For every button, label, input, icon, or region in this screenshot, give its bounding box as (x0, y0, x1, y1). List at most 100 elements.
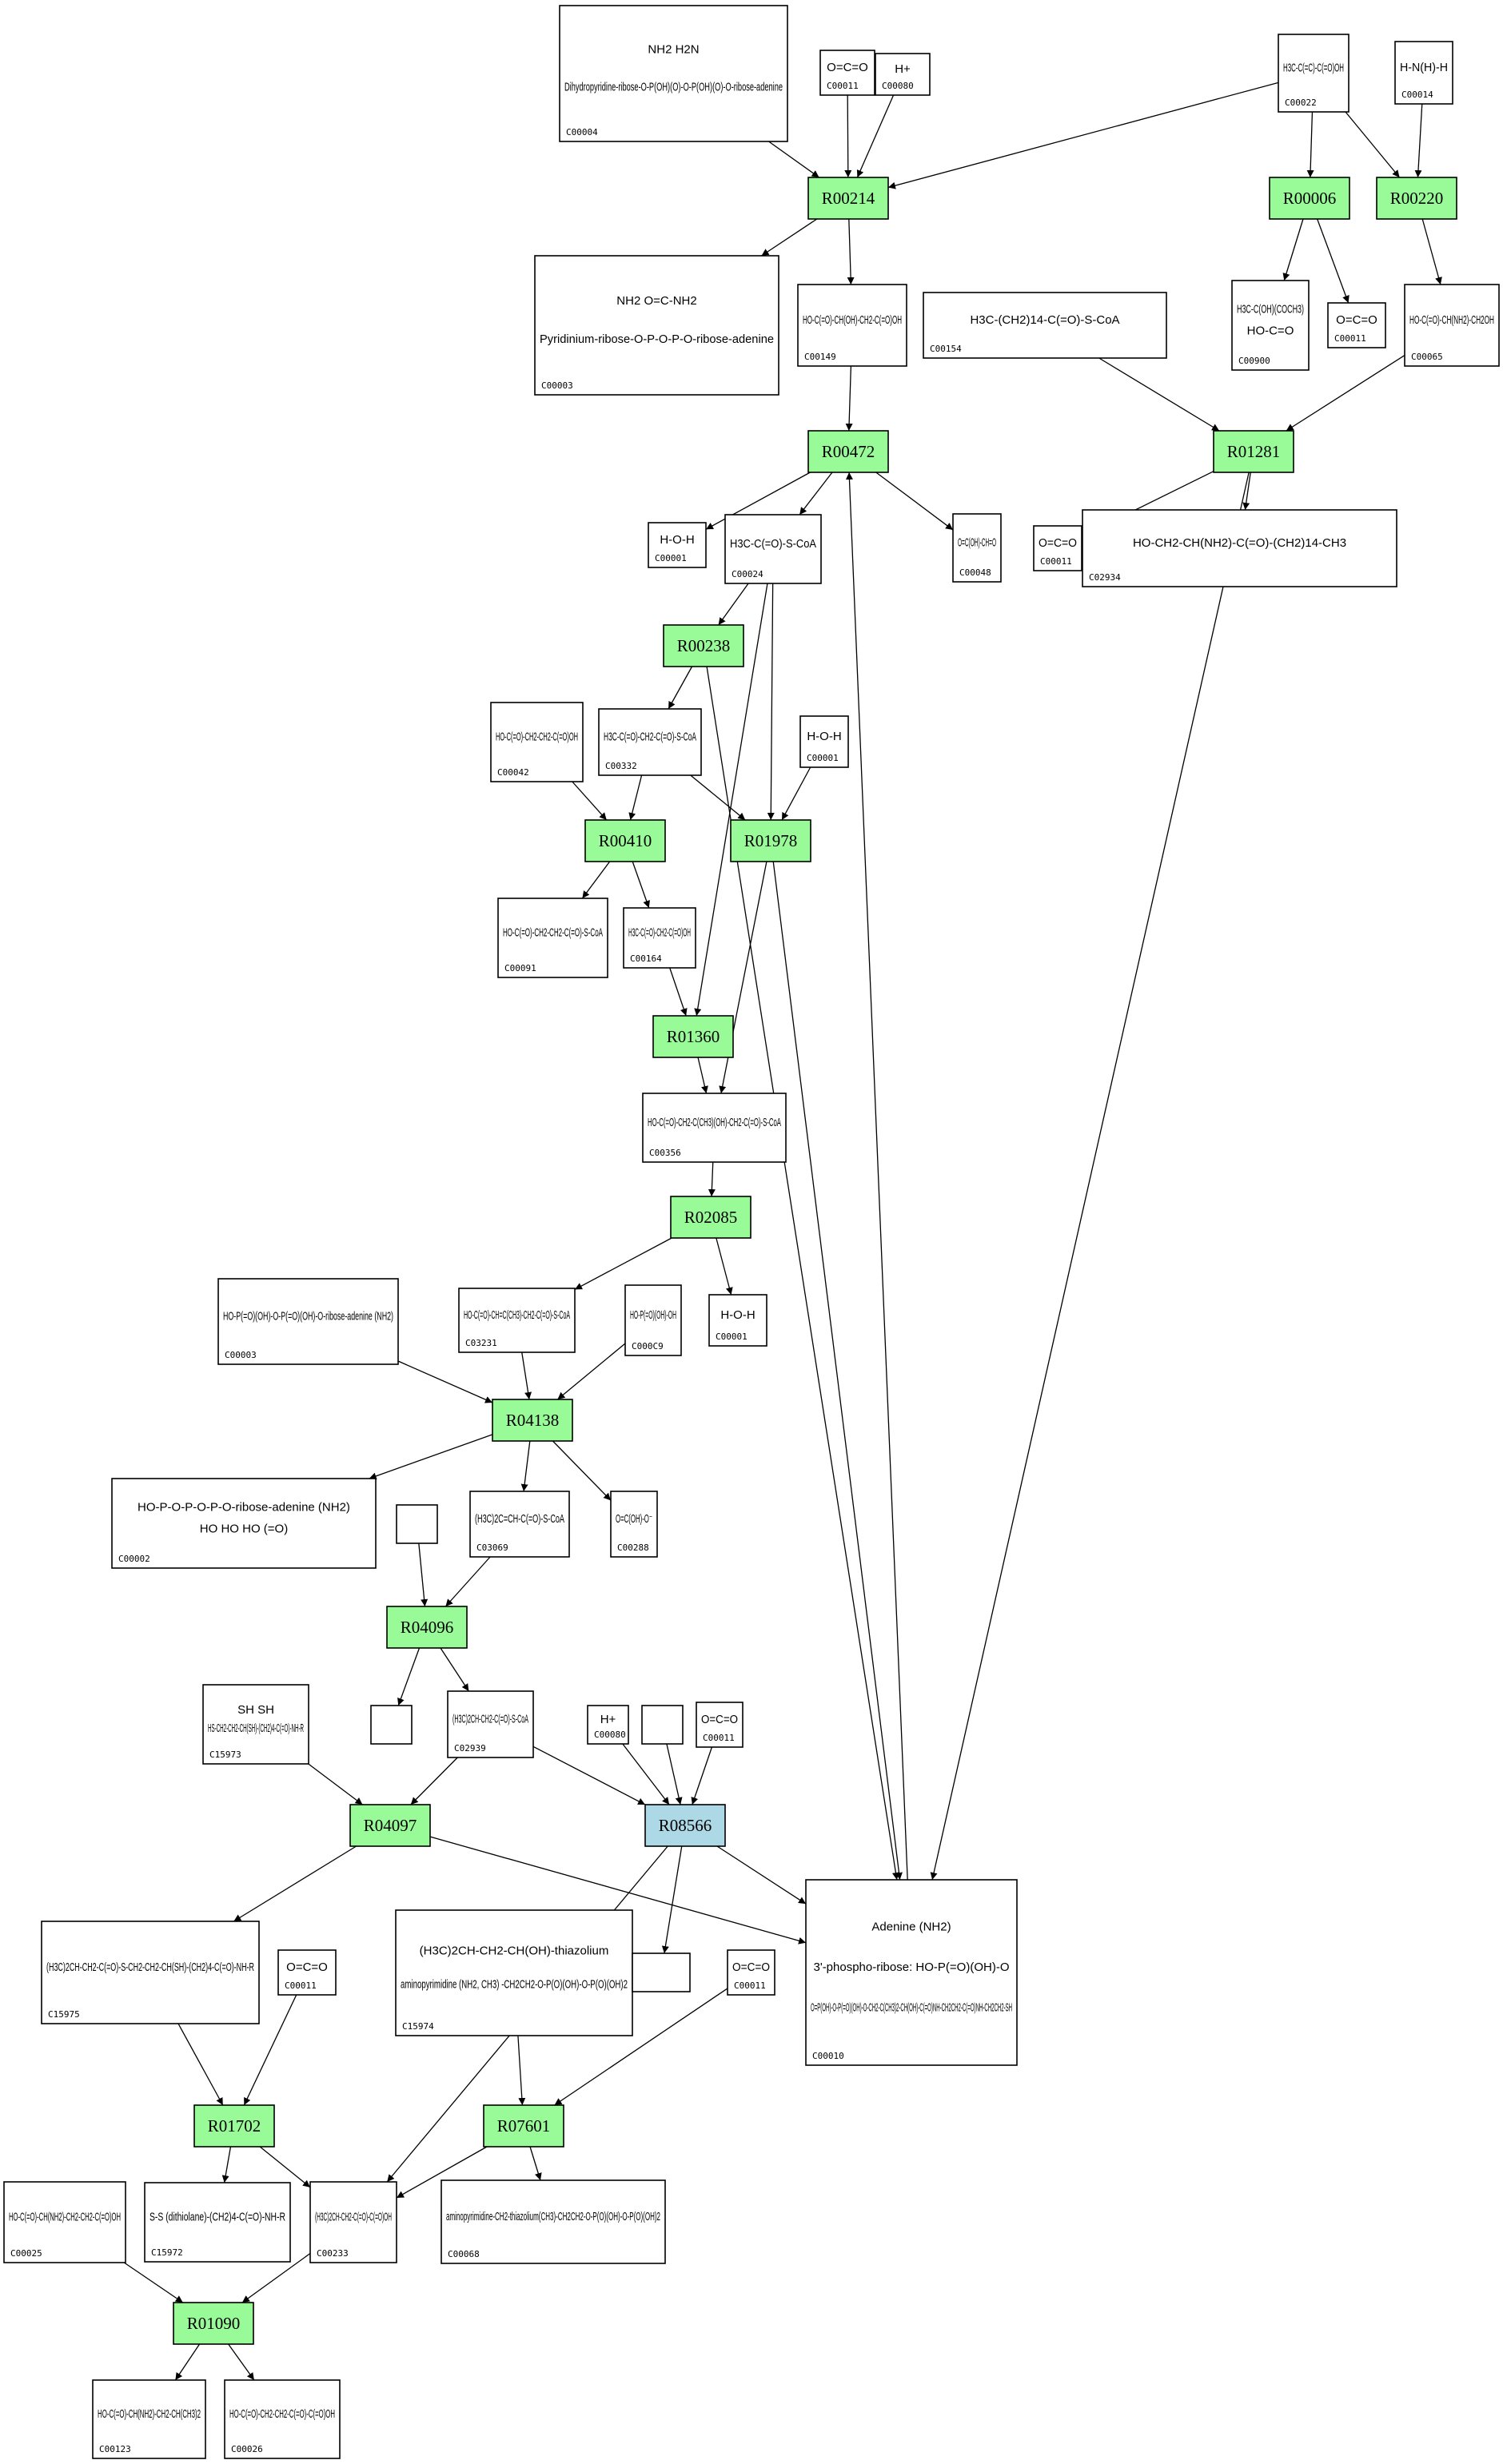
compound-box[interactable] (632, 1952, 691, 1992)
compound-box[interactable] (370, 1705, 413, 1745)
compound-box[interactable] (111, 1478, 377, 1569)
compound-box[interactable] (624, 1284, 682, 1356)
compound-box[interactable] (534, 255, 779, 396)
compound-c00288[interactable]: O=C(OH)-O⁻C00288 (610, 1491, 658, 1558)
compound-box[interactable] (3, 2181, 126, 2263)
compound-c00068[interactable]: aminopyrimidine-CH2-thiazolium(CH3)-CH2C… (441, 2179, 666, 2264)
reaction-r00238[interactable]: R00238 (663, 624, 744, 667)
reaction-r00220[interactable]: R00220 (1376, 177, 1457, 220)
compound-box[interactable] (696, 1702, 744, 1748)
reaction-r01360[interactable]: R01360 (652, 1015, 734, 1058)
reaction-r02085[interactable]: R02085 (670, 1196, 752, 1239)
compound-box[interactable] (458, 1288, 576, 1353)
compound-c00003[interactable]: HO-P(=O)(OH)-O-P(=O)(OH)-O-ribose-adenin… (217, 1278, 399, 1365)
compound-box[interactable] (202, 1684, 309, 1765)
reaction-box[interactable] (644, 1804, 726, 1847)
compound-blank[interactable] (641, 1705, 684, 1745)
compound-box[interactable] (641, 1705, 684, 1745)
compound-box[interactable] (952, 513, 1002, 583)
compound-box[interactable] (144, 2182, 291, 2263)
reaction-box[interactable] (1269, 177, 1350, 220)
compound-box[interactable] (648, 522, 707, 568)
reaction-box[interactable] (670, 1196, 752, 1239)
reaction-r00214[interactable]: R00214 (807, 177, 889, 220)
compound-c00080[interactable]: H+C00080 (875, 53, 931, 96)
compound-box[interactable] (497, 898, 608, 978)
compound-box[interactable] (490, 702, 584, 782)
reaction-r08566[interactable]: R08566 (644, 1804, 726, 1847)
compound-c00080[interactable]: H+C00080 (587, 1705, 629, 1745)
compound-c00003[interactable]: NH2 O=C-NH2Pyridinium-ribose-O-P-O-P-O-r… (534, 255, 779, 396)
compound-box[interactable] (92, 2379, 206, 2459)
reaction-box[interactable] (492, 1399, 573, 1442)
reaction-box[interactable] (173, 2302, 254, 2345)
compound-box[interactable] (559, 5, 788, 142)
reaction-box[interactable] (584, 819, 666, 862)
compound-box[interactable] (309, 2181, 397, 2263)
compound-box[interactable] (469, 1491, 570, 1558)
compound-box[interactable] (1231, 280, 1310, 371)
compound-c00010[interactable]: Adenine (NH2)3'-phospho-ribose: HO-P(=O)… (805, 1879, 1018, 2066)
compound-c00002[interactable]: HO-P-O-P-O-P-O-ribose-adenine (NH2)HO HO… (111, 1478, 377, 1569)
compound-box[interactable] (727, 1949, 775, 1996)
compound-box[interactable] (923, 292, 1167, 359)
compound-c00356[interactable]: HO-C(=O)-CH2-C(CH3)(OH)-CH2-C(=O)-S-CoAC… (642, 1093, 787, 1163)
compound-c00004[interactable]: NH2 H2NDihydropyridine-ribose-O-P(OH)(O)… (559, 5, 788, 142)
reaction-r04096[interactable]: R04096 (386, 1606, 468, 1649)
reaction-r01281[interactable]: R01281 (1213, 430, 1294, 473)
compound-box[interactable] (1082, 509, 1397, 587)
reaction-box[interactable] (483, 2104, 564, 2148)
compound-box[interactable] (277, 1949, 337, 1996)
compound-box[interactable] (598, 708, 702, 776)
reaction-r01090[interactable]: R01090 (173, 2302, 254, 2345)
reaction-r00410[interactable]: R00410 (584, 819, 666, 862)
reaction-r07601[interactable]: R07601 (483, 2104, 564, 2148)
compound-box[interactable] (41, 1921, 260, 2024)
reaction-box[interactable] (386, 1606, 468, 1649)
compound-blank[interactable] (632, 1952, 691, 1992)
compound-box[interactable] (1327, 302, 1386, 348)
compound-blank[interactable] (370, 1705, 413, 1745)
compound-c15973[interactable]: SH SHHS-CH2-CH2-CH(SH)-(CH2)4-C(=O)-NH-R… (202, 1684, 309, 1765)
compound-box[interactable] (875, 53, 931, 96)
compound-box[interactable] (610, 1491, 658, 1558)
reaction-r01978[interactable]: R01978 (730, 819, 811, 862)
reaction-box[interactable] (807, 177, 889, 220)
reaction-r00472[interactable]: R00472 (807, 430, 889, 473)
compound-box[interactable] (797, 284, 907, 367)
compound-box[interactable] (1033, 525, 1082, 571)
reaction-box[interactable] (807, 430, 889, 473)
compound-c15974[interactable]: (H3C)2CH-CH2-CH(OH)-thiazoliumaminopyrim… (395, 1909, 633, 2036)
reaction-box[interactable] (663, 624, 744, 667)
reaction-box[interactable] (1376, 177, 1457, 220)
compound-box[interactable] (396, 1504, 438, 1544)
reaction-r01702[interactable]: R01702 (193, 2104, 275, 2148)
